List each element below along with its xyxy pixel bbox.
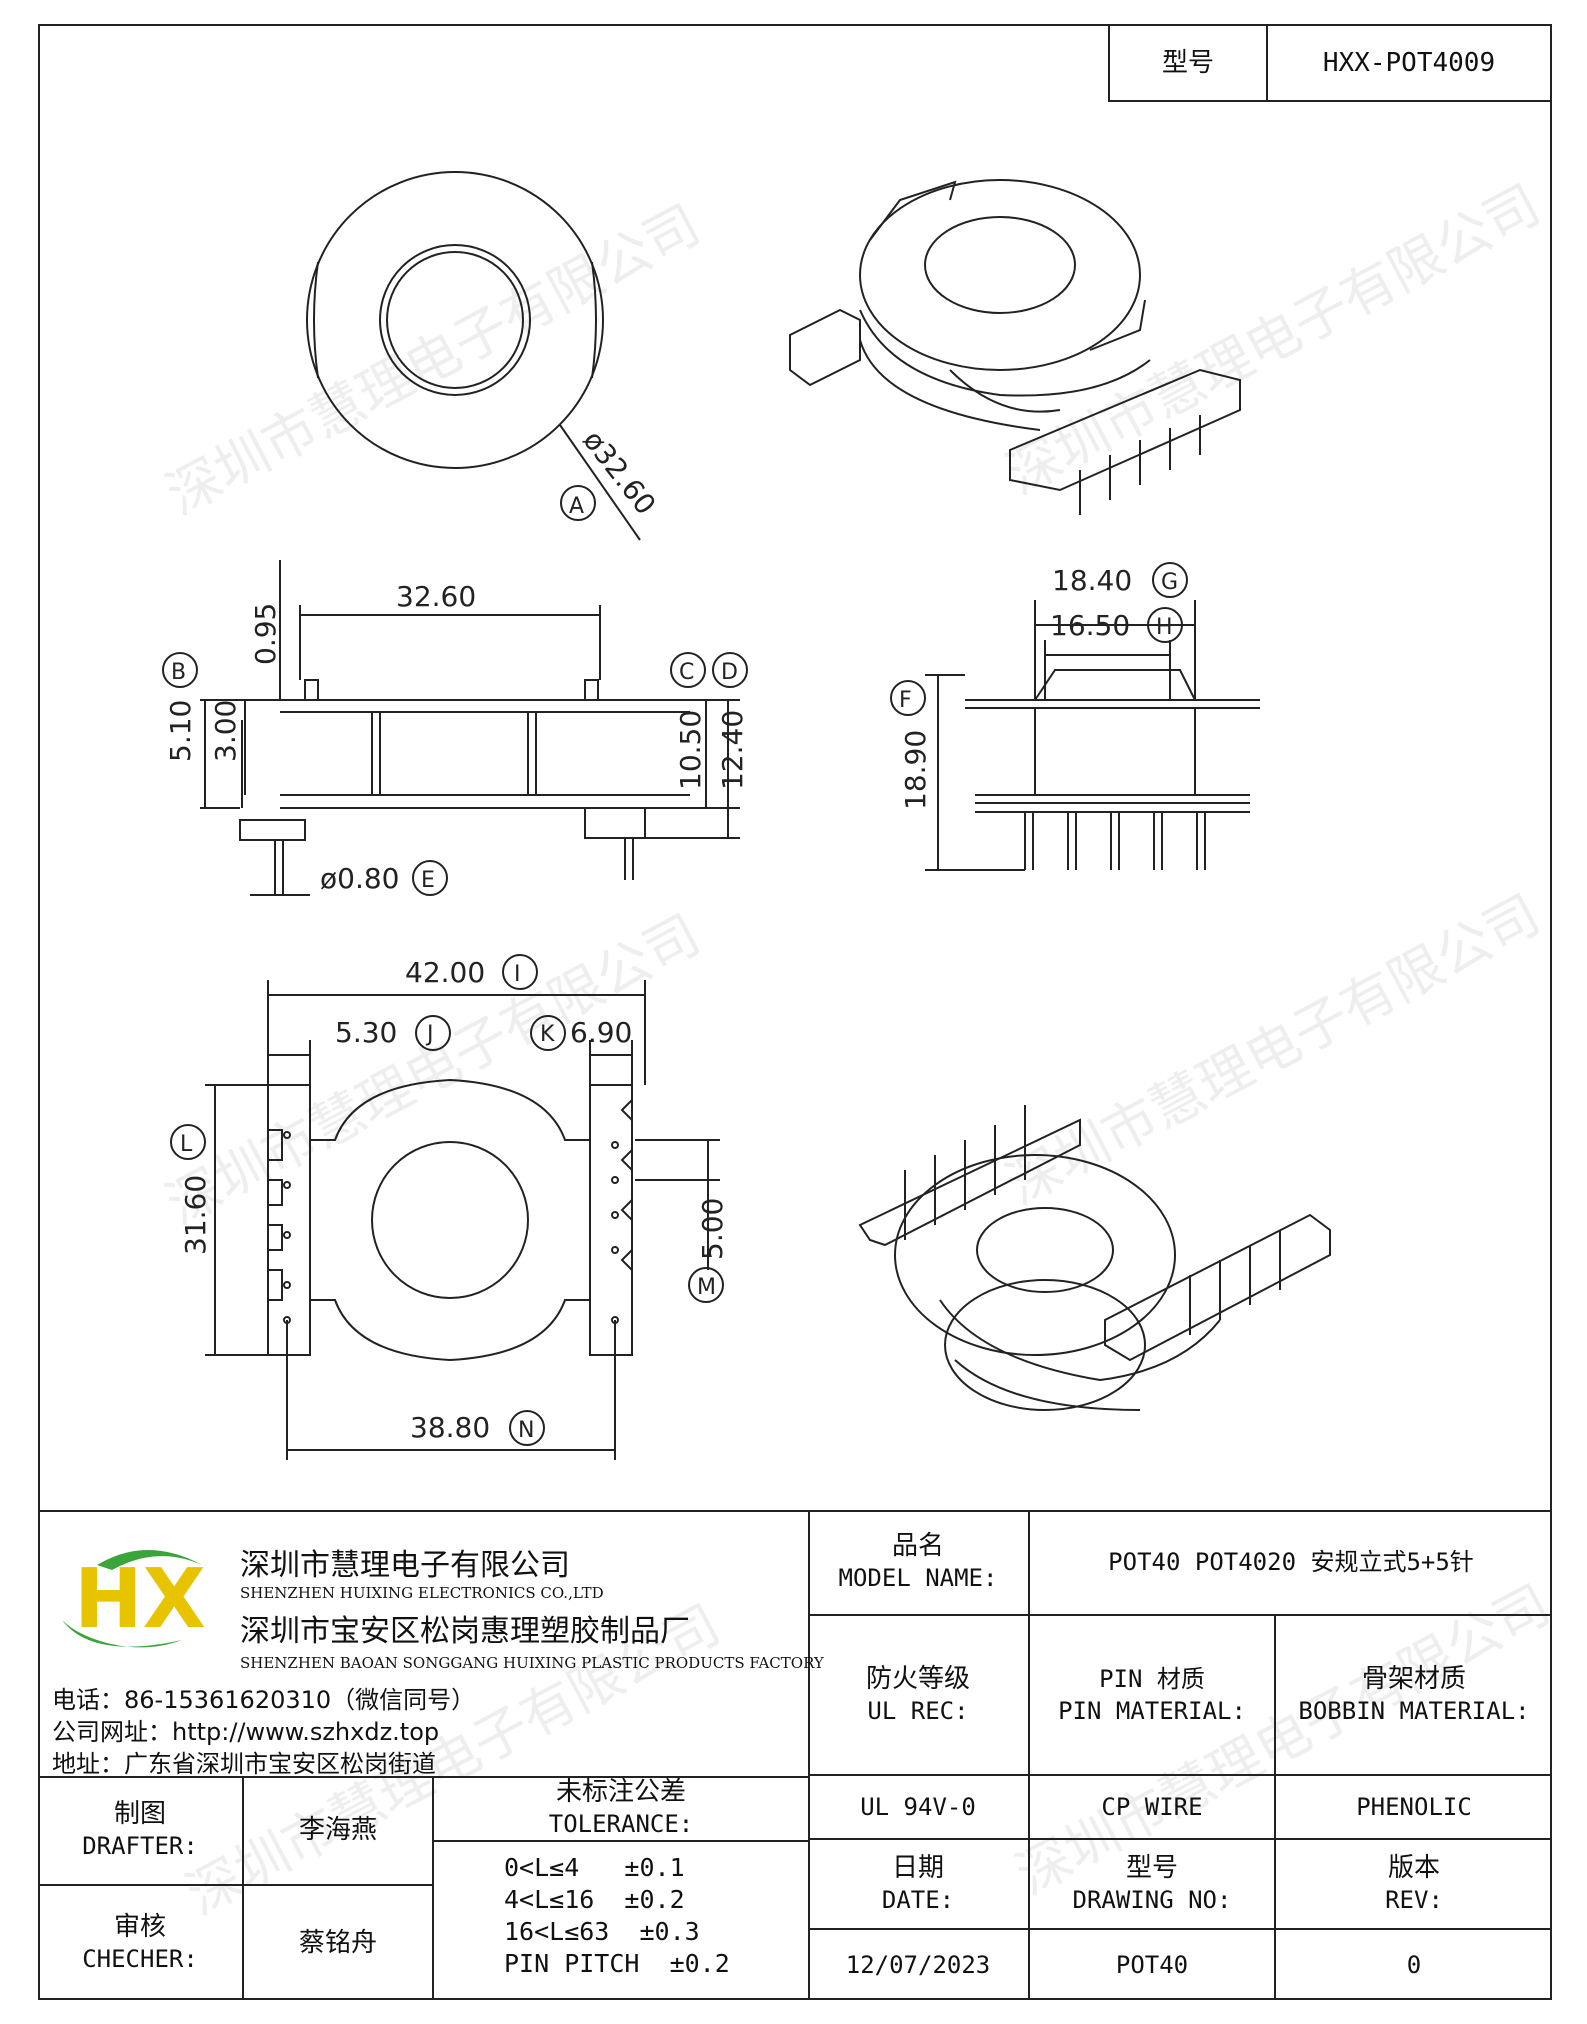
dim-c-val: 10.50 bbox=[674, 710, 707, 790]
dim-g-val: 18.40 bbox=[1052, 564, 1132, 597]
top-view bbox=[306, 171, 641, 541]
bottom-view bbox=[205, 980, 720, 1460]
company-name-cn: 深圳市慧理电子有限公司 bbox=[240, 1548, 570, 1583]
dim-f-val: 18.90 bbox=[899, 730, 932, 810]
left-table-top bbox=[38, 1776, 808, 1778]
dim-n-tag: N bbox=[518, 1418, 534, 1443]
pin-material-value: CP WIRE bbox=[1030, 1776, 1276, 1840]
dim-a-tag: A bbox=[569, 494, 584, 519]
drawing-sheet bbox=[38, 24, 1552, 2000]
header-model-value: HXX-POT4009 bbox=[1266, 24, 1552, 102]
company-website[interactable]: 公司网址：http://www.szhxdz.top bbox=[52, 1718, 440, 1746]
dim-e-val: ø0.80 bbox=[320, 862, 399, 895]
tolerance-line: PIN PITCH ±0.2 bbox=[504, 1949, 730, 1978]
bottom-view-tags bbox=[170, 954, 724, 1446]
company-phone: 电话：86-15361620310（微信同号） bbox=[52, 1686, 476, 1714]
svg-text:HX: HX bbox=[74, 1552, 206, 1647]
dim-b-tag: B bbox=[171, 660, 186, 685]
model-name-value: POT40 POT4020 安规立式5+5针 bbox=[1030, 1510, 1552, 1616]
dim-j-tag: J bbox=[425, 1022, 434, 1047]
tolerance-line: 0<L≤4 ±0.1 bbox=[504, 1853, 685, 1882]
dim-i-val: 42.00 bbox=[405, 956, 485, 989]
front-view-tags bbox=[162, 652, 748, 896]
ul-rec-label: 防火等级 UL REC: bbox=[808, 1616, 1030, 1776]
dim-e-tag: E bbox=[421, 868, 435, 893]
tolerance-values: 0<L≤4 ±0.1 4<L≤16 ±0.2 16<L≤63 ±0.3 PIN … bbox=[434, 1852, 808, 1992]
technical-drawing: ø32.60 A 32.60 0.95 B 5.10 3.00 C D 10.5… bbox=[162, 171, 1331, 1460]
tolerance-line: 4<L≤16 ±0.2 bbox=[504, 1885, 685, 1914]
date-value: 12/07/2023 bbox=[808, 1930, 1030, 2000]
dim-m-tag: M bbox=[697, 1275, 716, 1300]
dim-g-tag: G bbox=[1161, 570, 1178, 595]
dim-b-val: 5.10 bbox=[164, 700, 197, 762]
checker-label: 审核 CHECHER: bbox=[38, 1886, 244, 2000]
company-name-en: SHENZHEN HUIXING ELECTRONICS CO.,LTD bbox=[240, 1584, 604, 1602]
side-view-tags bbox=[890, 562, 1188, 716]
title-block-top bbox=[38, 1510, 1552, 1512]
dim-m-val: 5.00 bbox=[696, 1198, 729, 1260]
tolerance-line: 16<L≤63 ±0.3 bbox=[504, 1917, 700, 1946]
dim-h-val: 16.50 bbox=[1050, 609, 1130, 642]
dim-n-val: 38.80 bbox=[410, 1411, 490, 1444]
dim-c-tag: C bbox=[679, 660, 694, 685]
pin-material-label: PIN 材质 PIN MATERIAL: bbox=[1030, 1616, 1276, 1776]
dim-top-width: 32.60 bbox=[396, 580, 476, 613]
date-label: 日期 DATE: bbox=[808, 1840, 1030, 1930]
drawing-no-value: POT40 bbox=[1030, 1930, 1276, 2000]
bobbin-material-label: 骨架材质 BOBBIN MATERIAL: bbox=[1276, 1616, 1552, 1776]
company-logo: HX bbox=[62, 1550, 206, 1648]
dim-i-tag: I bbox=[514, 962, 521, 987]
dim-k-tag: K bbox=[540, 1022, 555, 1047]
dim-h-tag: H bbox=[1156, 615, 1173, 640]
dim-d-val: 12.40 bbox=[716, 710, 749, 790]
dim-j-val: 5.30 bbox=[335, 1016, 397, 1049]
dim-d-tag: D bbox=[721, 660, 738, 685]
drafter-name: 李海燕 bbox=[244, 1776, 434, 1886]
front-view bbox=[200, 560, 740, 896]
isometric-view-top bbox=[789, 179, 1241, 515]
title-block-divider bbox=[808, 1510, 810, 2000]
factory-name-cn: 深圳市宝安区松岗惠理塑胶制品厂 bbox=[240, 1614, 690, 1649]
dim-k-val: 6.90 bbox=[570, 1016, 632, 1049]
drawing-no-label: 型号 DRAWING NO: bbox=[1030, 1840, 1276, 1930]
side-view bbox=[925, 600, 1260, 871]
dim-a-dia: ø32.60 bbox=[576, 424, 662, 521]
ul-rec-value: UL 94V-0 bbox=[808, 1776, 1030, 1840]
rev-value: 0 bbox=[1406, 1951, 1422, 1979]
model-name-label: 品名 MODEL NAME: bbox=[808, 1510, 1030, 1616]
dim-f-tag: F bbox=[899, 688, 912, 713]
dim-l-val: 31.60 bbox=[179, 1175, 212, 1255]
rev-label: 版本 REV: bbox=[1276, 1840, 1552, 1930]
checker-name: 蔡铭舟 bbox=[244, 1886, 434, 2000]
tolerance-label: 未标注公差 TOLERANCE: bbox=[434, 1776, 808, 1842]
company-address: 地址：广东省深圳市宝安区松岗街道 bbox=[52, 1750, 436, 1778]
drafter-label: 制图 DRAFTER: bbox=[38, 1776, 244, 1886]
factory-name-en: SHENZHEN BAOAN SONGGANG HUIXING PLASTIC … bbox=[240, 1654, 824, 1672]
label-a-tag bbox=[560, 485, 596, 521]
dim-l-tag: L bbox=[180, 1132, 193, 1157]
bobbin-material-value: PHENOLIC bbox=[1276, 1776, 1552, 1840]
dim-b-inner: 3.00 bbox=[209, 700, 242, 762]
isometric-view-bottom bbox=[858, 1105, 1331, 1411]
dim-flange-t: 0.95 bbox=[249, 603, 282, 665]
